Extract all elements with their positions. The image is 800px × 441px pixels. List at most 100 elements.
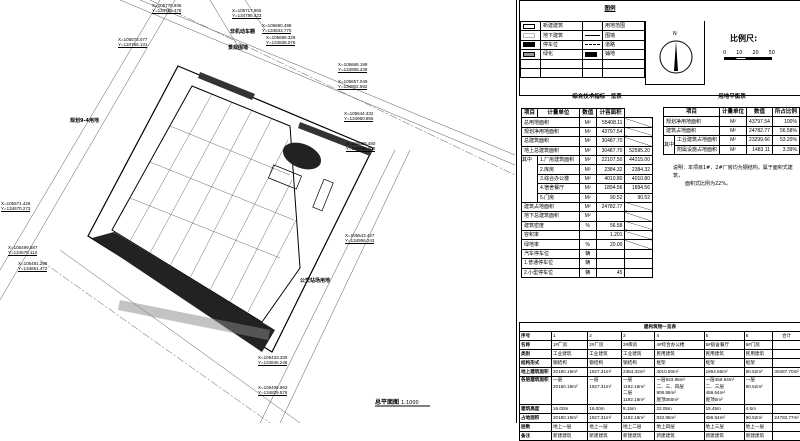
item-label: 3.综合办公楼 (538, 174, 580, 183)
column-header: 计量单位 (720, 108, 747, 117)
label-shed: 非机动车棚 (230, 28, 255, 35)
cell: 1927.31m² (588, 368, 622, 377)
drawing-title-text: 总平面图 (375, 399, 399, 406)
label-bus-site: 公交站场用地 (300, 277, 330, 284)
counted-area: 2384.32 (625, 165, 653, 174)
legend-road: 道路 (603, 40, 645, 49)
cell: 新建建筑 (655, 432, 704, 441)
item-label: 工业建筑占地面积 (675, 136, 720, 145)
item-label: 规划净用地面积 (664, 117, 720, 126)
unit: M² (579, 127, 596, 136)
row-label: 层数 (520, 423, 552, 432)
cell: 30487.70m² (773, 368, 800, 377)
counted-area (625, 202, 653, 211)
value: 2384.32 (596, 165, 625, 174)
counted-area (625, 212, 653, 221)
cell: 一层1192.16m² 二层1192.16m² (622, 377, 655, 405)
cell (773, 359, 800, 368)
row-label: 结构形式 (520, 359, 552, 368)
table-row: 层数地上一层地上一层地上二层地上四层地上三层地上一层 (520, 423, 800, 432)
counted-area: 44215.00 (625, 155, 653, 164)
counted-area (625, 240, 653, 249)
value (596, 249, 625, 258)
row-label: 序号 (520, 332, 552, 341)
legend-green: 绿化 (541, 50, 583, 59)
north-label: N (673, 31, 677, 37)
ratio: 100% (772, 117, 799, 126)
unit: M² (720, 136, 747, 145)
cell (773, 341, 800, 350)
value: 45 (596, 268, 625, 277)
cell: 工业建筑 (552, 350, 588, 359)
cell: 框架 (744, 359, 773, 368)
cell: 1#厂房 (552, 341, 588, 350)
cell: 4#综合办公楼 (655, 341, 704, 350)
scale-bar (724, 57, 772, 60)
column-header: 所占比例 (772, 108, 799, 117)
cell (773, 423, 800, 432)
cell: 地上一层 (744, 423, 773, 432)
cell: 工业建筑 (588, 350, 622, 359)
cell: 16.00m (588, 405, 622, 414)
unit: % (579, 221, 596, 230)
cell: 1927.31m² (588, 414, 622, 423)
value: 4010.80 (596, 174, 625, 183)
cell: 新建建筑 (744, 432, 773, 441)
value: 43797.54 (747, 117, 773, 126)
value: 1.201 (596, 231, 625, 240)
cell: 1192.16m² (622, 414, 655, 423)
among-label: 其中 (664, 136, 675, 155)
table-header-row: 项目计量单位数值计容面积 (522, 109, 653, 118)
value: 22107.50 (596, 155, 625, 164)
cell: 5#宿舍餐厅 (704, 341, 744, 350)
cell: 20180.19m² (552, 368, 588, 377)
cell: 90.52m² (744, 368, 773, 377)
unit: M² (579, 174, 596, 183)
cell: 一层933.95m² 二、三、四层908.95m² 屋顶350m² (655, 377, 704, 405)
cell: 2#厂房 (588, 341, 622, 350)
counted-area (625, 268, 653, 277)
scale-tick: 0 (723, 50, 726, 56)
cell: 20180.19m² (552, 414, 588, 423)
item-label: 2.小型停车位 (522, 268, 580, 277)
cell: 框架 (655, 359, 704, 368)
cell: 2 (588, 332, 622, 341)
unit: M² (579, 165, 596, 174)
scale-title: 比例尺: (730, 33, 757, 44)
column-header: 计容面积 (596, 109, 625, 118)
unit: M² (579, 137, 596, 146)
unit: 辆 (579, 259, 596, 268)
counted-area: 4010.80 (625, 174, 653, 183)
cell: 6#门房 (744, 341, 773, 350)
table-row: 建筑密度%56.58 (522, 221, 653, 230)
table-row: 类别工业建筑工业建筑工业建筑民用建筑民用建筑民用建筑 (520, 350, 800, 359)
coord-y: Y=134833.770 (262, 28, 291, 33)
counted-area (625, 118, 653, 127)
coord-y: Y=134670.273 (1, 206, 30, 211)
item-label: 规划净用地面积 (522, 127, 580, 136)
item-label: 建筑占地面积 (522, 202, 580, 211)
cell: 框架 (704, 359, 744, 368)
cell: 地上一层 (552, 423, 588, 432)
row-label: 各层建筑面积 (520, 377, 552, 405)
drawing-title: 总平面图 1:1000 (375, 397, 419, 406)
land-table-note: 说明：本项目1#、2#厂房均为钢结构，属于面积式建筑， 面积式比例为22%。 (673, 164, 800, 188)
table-header-row: 项目计量单位数值所占比例 (664, 108, 800, 117)
